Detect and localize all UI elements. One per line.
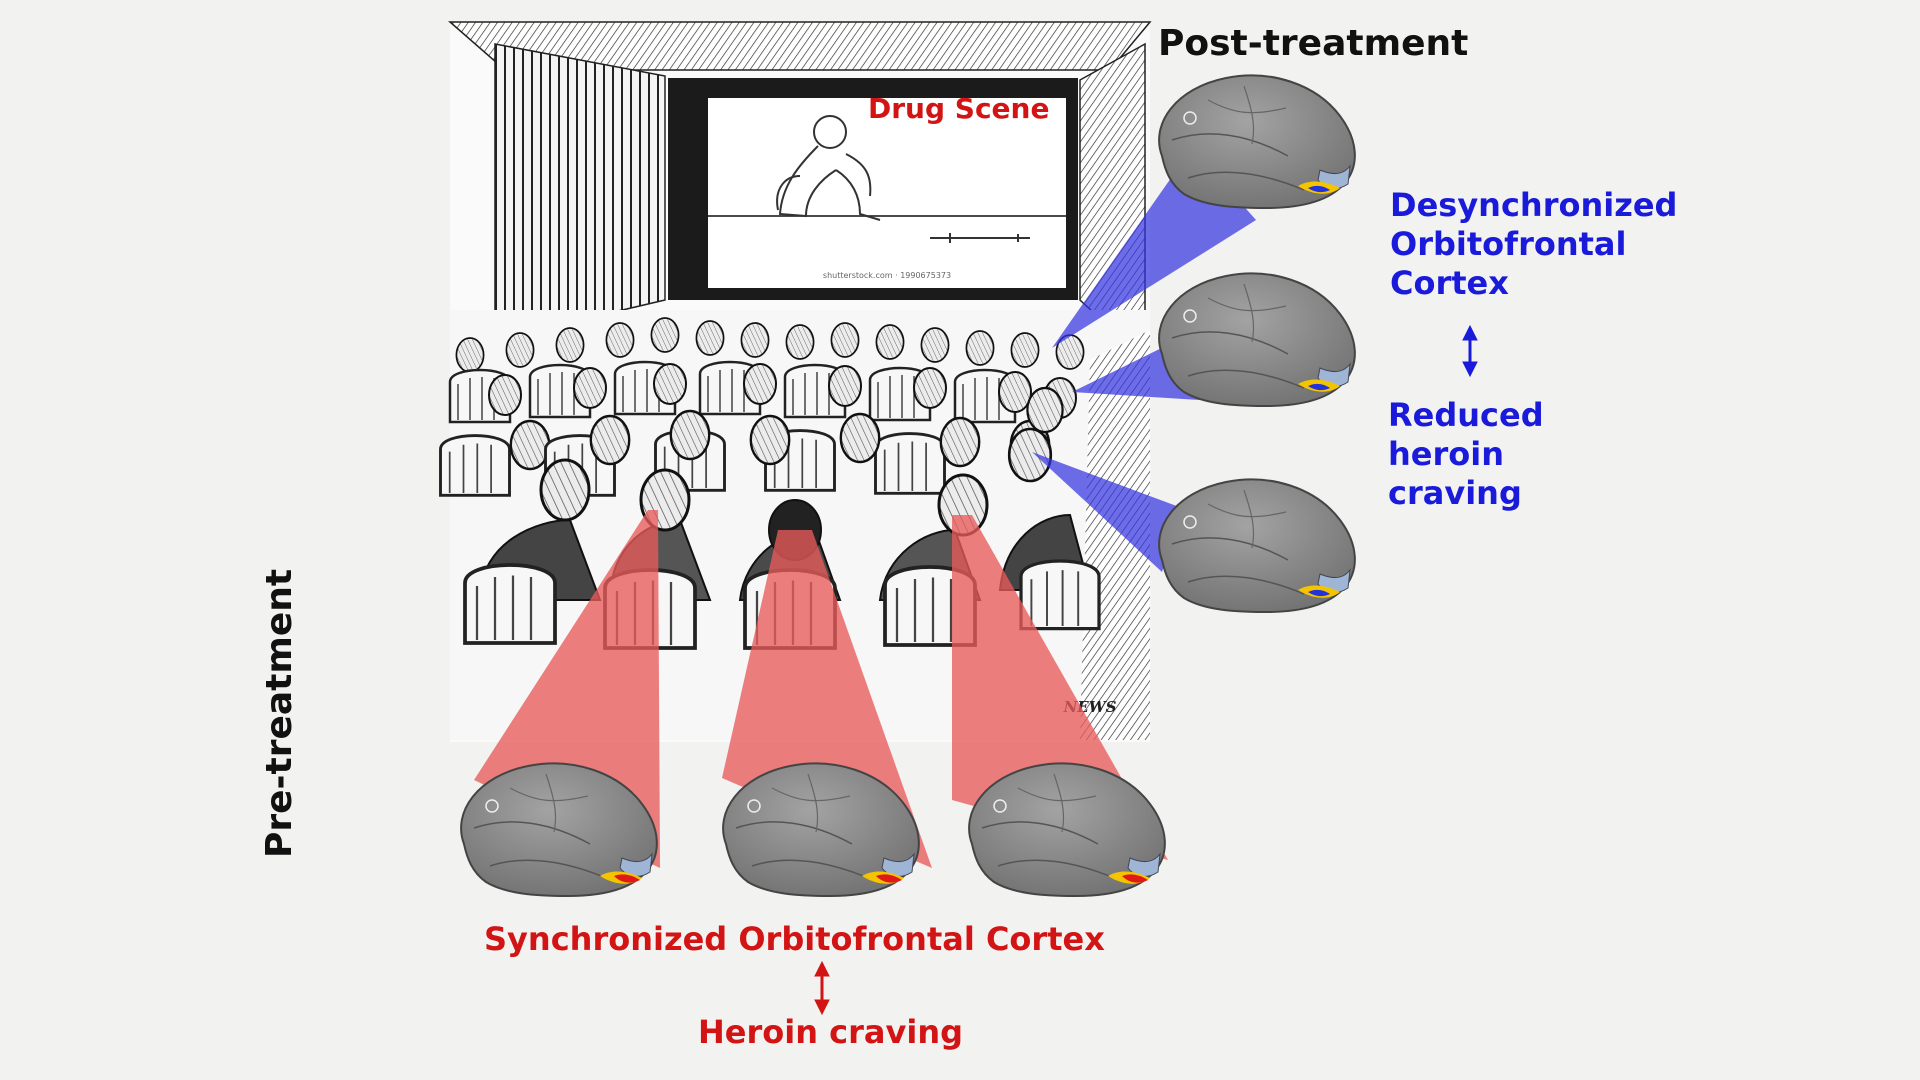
right-aisle-hatching <box>1080 330 1150 740</box>
post-beam-3 <box>1032 452 1182 572</box>
pre-brain-3 <box>968 762 1166 897</box>
movie-screen <box>708 98 1066 288</box>
post-brain-3 <box>1158 478 1356 613</box>
desync-line-1: Desynchronized <box>1390 186 1678 224</box>
synchronized-ofc-label: Synchronized Orbitofrontal Cortex <box>484 920 1105 958</box>
drug-scene-label: Drug Scene <box>868 92 1050 125</box>
desync-line-2: Orbitofrontal <box>1390 225 1627 264</box>
blue-double-arrow <box>1462 324 1478 378</box>
drug-scene-figure <box>708 115 1066 243</box>
reduced-line-3: craving <box>1388 474 1522 513</box>
pre-treatment-title: Pre-treatment <box>259 568 300 858</box>
screen-credit: shutterstock.com · 1990675373 <box>823 271 951 280</box>
desynchronized-ofc-label: Desynchronized Orbitofrontal Cortex <box>1390 186 1677 303</box>
red-double-arrow <box>814 960 830 1016</box>
desync-line-3: Cortex <box>1390 264 1509 303</box>
reduced-craving-label: Reduced heroin craving <box>1388 396 1544 513</box>
reduced-line-2: heroin <box>1388 435 1504 474</box>
post-treatment-title: Post-treatment <box>1158 23 1469 64</box>
left-wall <box>494 43 666 341</box>
reduced-line-1: Reduced <box>1388 396 1544 434</box>
heroin-craving-label: Heroin craving <box>698 1013 963 1051</box>
pre-beam-3 <box>952 515 1168 860</box>
post-brain-2 <box>1158 272 1356 407</box>
post-brain-1 <box>1158 74 1356 210</box>
